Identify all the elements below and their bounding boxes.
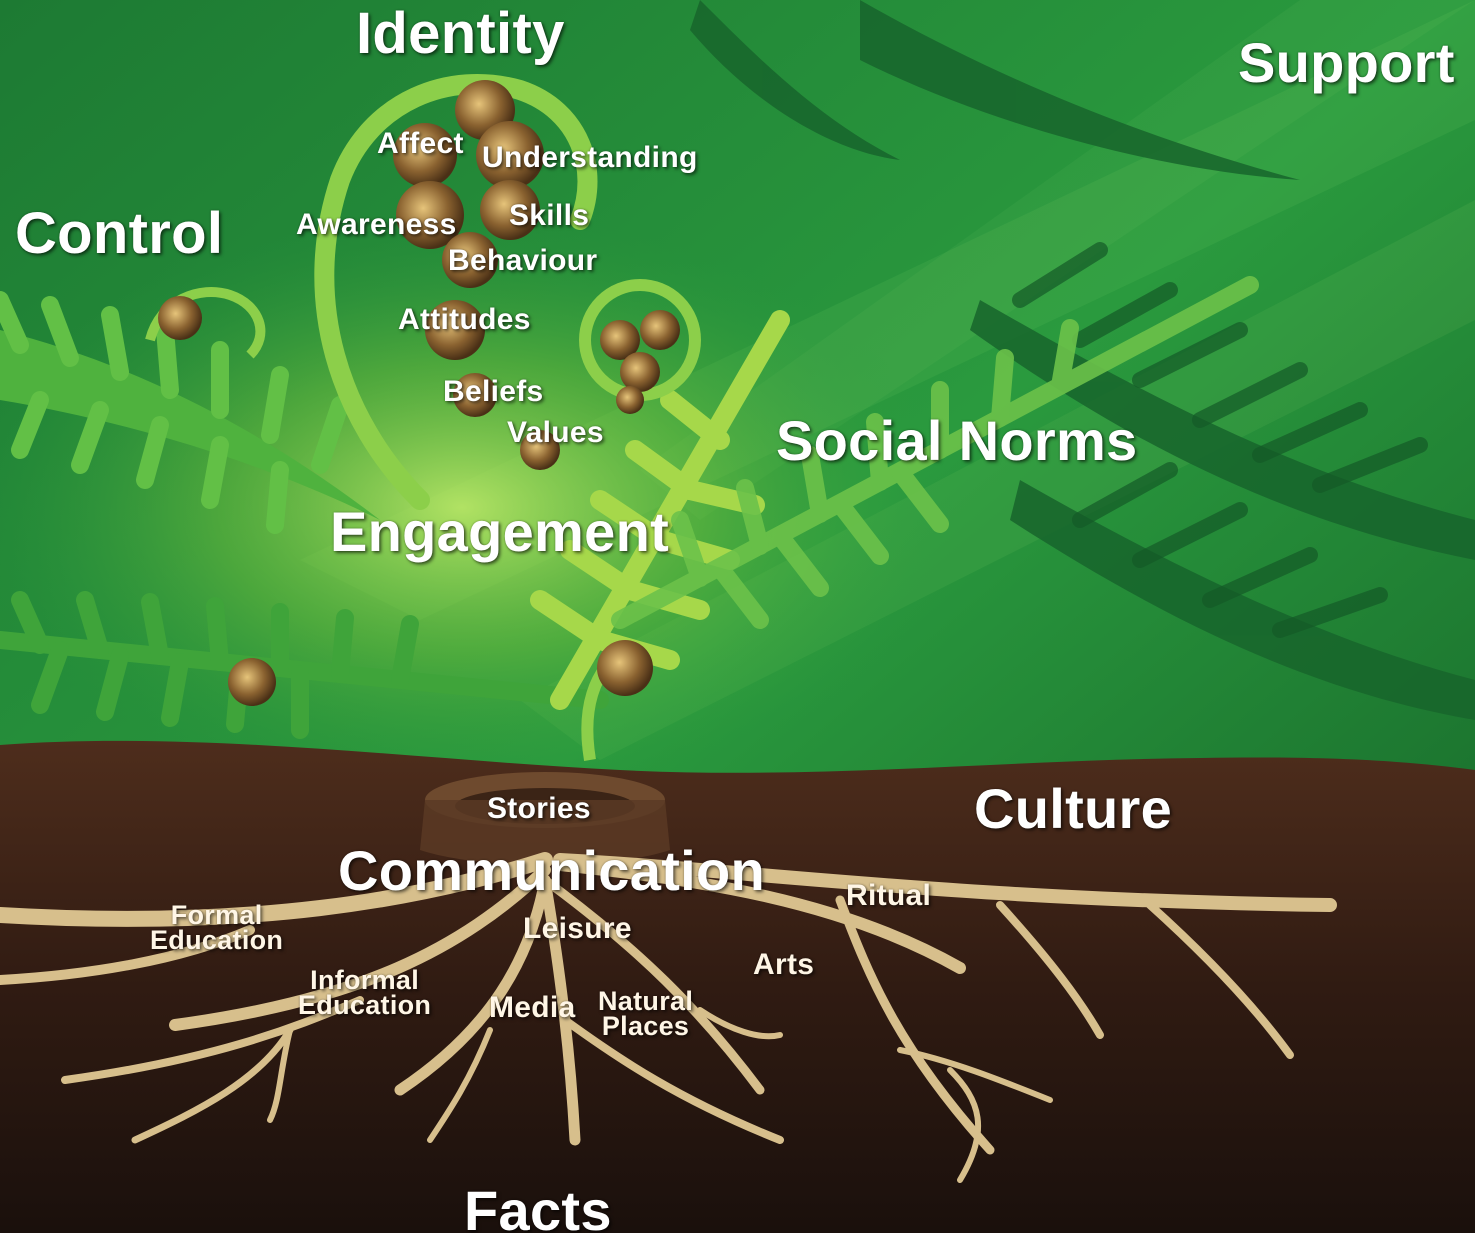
label-affect: Affect [377, 127, 464, 160]
label-culture: Culture [974, 777, 1173, 840]
label-support: Support [1238, 31, 1455, 94]
label-beliefs: Beliefs [443, 375, 544, 408]
label-formal-education-line1: Formal [170, 900, 263, 930]
label-facts: Facts [464, 1179, 612, 1233]
label-values: Values [507, 416, 604, 449]
label-stories: Stories [487, 792, 591, 825]
label-natural-places: Natural Places [598, 986, 694, 1041]
label-communication: Communication [338, 839, 766, 902]
label-natural-places-line1: Natural [598, 986, 694, 1016]
label-leisure: Leisure [523, 912, 632, 945]
label-arts: Arts [753, 948, 815, 981]
label-awareness: Awareness [296, 208, 457, 241]
label-social-norms: Social Norms [776, 409, 1138, 472]
label-media: Media [489, 991, 576, 1024]
label-informal-education-line2: Education [298, 990, 432, 1020]
label-understanding: Understanding [482, 141, 698, 174]
label-attitudes: Attitudes [398, 303, 531, 336]
label-informal-education: Informal Education [298, 965, 432, 1020]
label-formal-education-line2: Education [150, 925, 284, 955]
label-informal-education-line1: Informal [310, 965, 420, 995]
label-skills: Skills [509, 199, 590, 232]
label-ritual: Ritual [846, 879, 932, 912]
label-control: Control [15, 201, 224, 266]
label-identity: Identity [356, 1, 565, 66]
label-formal-education: Formal Education [150, 900, 284, 955]
label-behaviour: Behaviour [448, 244, 598, 277]
label-natural-places-line2: Places [601, 1011, 690, 1041]
label-engagement: Engagement [330, 500, 670, 563]
